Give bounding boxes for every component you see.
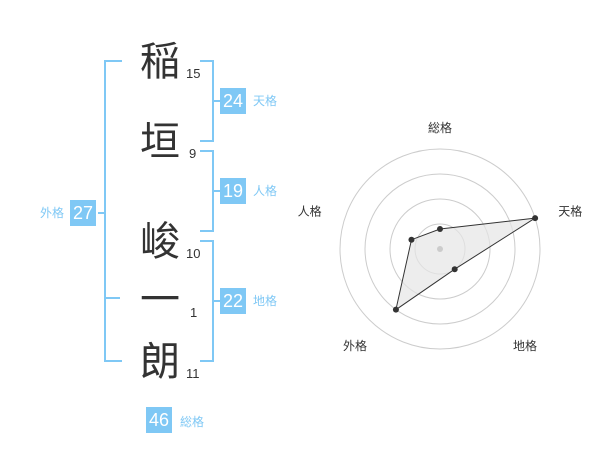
name-char-1: 稲 [140,39,180,85]
radar-point-1 [437,226,443,232]
stroke-count-4: 1 [190,305,198,320]
radar-axis-label-1: 総格 [428,120,452,135]
soukaku-label: 総格 [180,415,205,429]
gaikaku-label: 外格 [40,206,65,220]
gaikaku-bracket [104,60,122,362]
gaikaku-badge: 27 [70,200,97,226]
radar-point-5 [408,236,415,243]
jinkaku-connector [212,190,220,192]
chikaku-label: 地格 [253,294,278,308]
radar-ring-4 [339,148,541,350]
stroke-count-1: 15 [186,66,201,81]
chikaku-connector [212,300,220,302]
name-char-4: 一 [140,277,180,323]
soukaku-badge: 46 [146,407,173,433]
jinkaku-label: 人格 [253,184,278,198]
gaikaku-bracket-tick [104,297,120,299]
radar-axis-label-4: 外格 [343,338,367,353]
radar-axis-label-5: 人格 [298,204,322,219]
radar-axis-label-2: 天格 [558,204,582,219]
tenkaku-label: 天格 [253,94,278,108]
radar-point-3 [451,266,458,273]
gaikaku-connector [98,212,104,214]
radar-polygon [395,217,536,311]
tenkaku-badge: 24 [220,88,247,114]
chikaku-badge: 22 [220,288,247,314]
stroke-count-3: 10 [186,246,201,261]
name-char-2: 垣 [140,119,180,165]
tenkaku-connector [212,100,220,102]
stroke-count-5: 11 [186,366,200,381]
radar-ring-2 [389,198,491,300]
radar-center [437,246,443,252]
jinkaku-badge: 19 [220,178,247,204]
name-char-5: 朗 [140,339,180,385]
radar-ring-3 [364,173,516,325]
name-char-3: 峻 [140,219,180,265]
radar-point-4 [392,306,399,313]
radar-axis-label-3: 地格 [513,338,537,353]
stroke-count-2: 9 [189,146,197,161]
radar-point-2 [532,215,539,222]
